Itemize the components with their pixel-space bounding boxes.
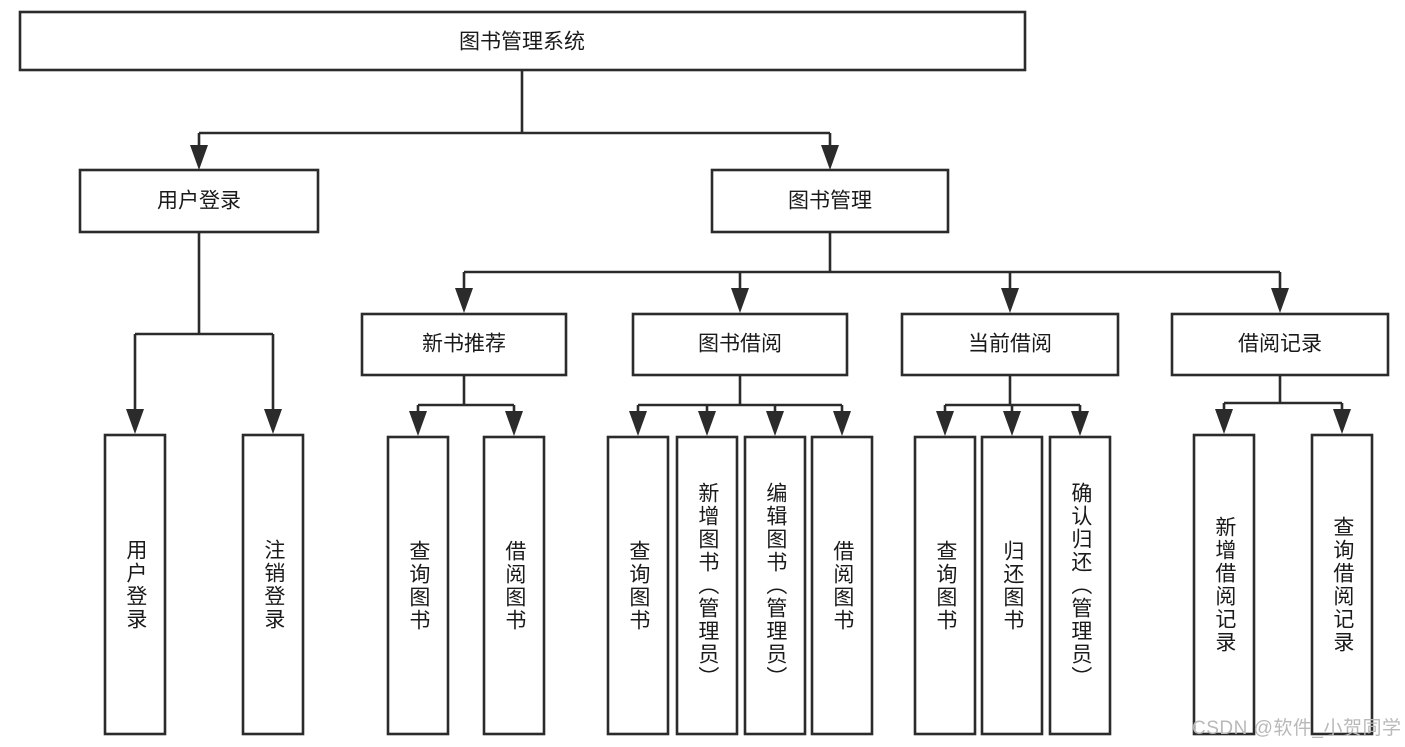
node-leaf-add-record-box[interactable] — [1192, 433, 1256, 736]
node-leaf-edit-book-box[interactable] — [743, 435, 807, 736]
node-user-login-box[interactable] — [78, 168, 320, 234]
node-leaf-return-book-box[interactable] — [980, 435, 1044, 736]
node-user-login-label: 用户登录 — [157, 190, 241, 213]
arrow-head-leaf-query-book-2 — [629, 411, 647, 436]
arrow-head-leaf-edit-book — [766, 411, 784, 436]
arrow-head-borrow-record — [1271, 288, 1289, 313]
node-leaf-confirm-return-box[interactable] — [1048, 435, 1112, 736]
csdn-watermark: CSDN @软件_小贺同学 — [1192, 718, 1402, 739]
arrow-head-leaf-confirm-return — [1071, 411, 1089, 436]
arrow-head-book-borrow — [731, 288, 749, 313]
arrow-head-leaf-add-record — [1215, 409, 1233, 434]
node-root-label: 图书管理系统 — [459, 31, 585, 54]
arrow-head-leaf-query-book-1 — [409, 411, 427, 436]
arrow-head-new-book-recommend — [455, 288, 473, 313]
arrow-head-leaf-add-book — [698, 411, 716, 436]
arrow-head-leaf-user-logout — [264, 409, 282, 434]
node-book-manage-box[interactable] — [710, 168, 950, 234]
node-leaf-query-book-1-box[interactable] — [386, 435, 450, 736]
node-leaf-borrow-book-1-box[interactable] — [482, 435, 546, 736]
node-leaf-query-book-2-box[interactable] — [606, 435, 670, 736]
node-root-box[interactable] — [18, 10, 1027, 72]
node-leaf-add-book-box[interactable] — [675, 435, 739, 736]
node-leaf-user-logout-box[interactable] — [241, 433, 305, 736]
arrow-head-leaf-user-login — [126, 409, 144, 434]
arrow-head-leaf-borrow-book-1 — [505, 411, 523, 436]
arrow-head-leaf-query-book-3 — [936, 411, 954, 436]
node-book-manage-label: 图书管理 — [788, 190, 872, 213]
node-current-borrow-label: 当前借阅 — [968, 333, 1052, 356]
node-leaf-user-login-box[interactable] — [103, 433, 167, 736]
node-new-book-recommend-label: 新书推荐 — [422, 333, 506, 356]
arrow-head-leaf-return-book — [1003, 411, 1021, 436]
node-new-book-recommend-box[interactable] — [360, 312, 568, 377]
node-borrow-record-label: 借阅记录 — [1238, 333, 1322, 356]
node-leaf-query-book-3-box[interactable] — [913, 435, 977, 736]
arrow-head-leaf-borrow-book-2 — [833, 411, 851, 436]
node-leaf-borrow-book-2-box[interactable] — [810, 435, 874, 736]
arrow-head-book-manage — [821, 145, 839, 170]
node-book-borrow-label: 图书借阅 — [698, 333, 782, 356]
arrow-head-current-borrow — [1001, 288, 1019, 313]
node-leaf-query-record-box[interactable] — [1310, 433, 1374, 736]
connector-group — [126, 70, 1351, 436]
node-book-borrow-box[interactable] — [631, 312, 849, 377]
node-borrow-record-box[interactable] — [1170, 312, 1390, 377]
arrow-head-leaf-query-record — [1333, 409, 1351, 434]
node-group: 图书管理系统 用户登录 图书管理 新书推荐 图书借阅 当前借阅 借阅记录 — [18, 10, 1390, 736]
node-current-borrow-box[interactable] — [900, 312, 1120, 377]
arrow-head-user-login — [190, 145, 208, 170]
